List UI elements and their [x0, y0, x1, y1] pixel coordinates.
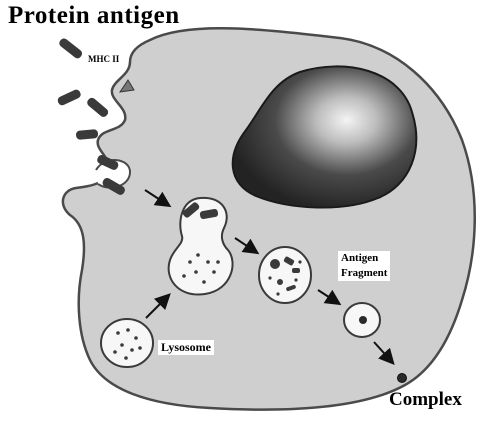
- mhc-label: MHC II: [88, 54, 119, 64]
- digestion-vesicle: [259, 247, 311, 303]
- antigen-fragment-label-line1: Antigen: [341, 251, 387, 266]
- diagram-title: Protein antigen: [8, 2, 180, 30]
- antigen-fragment-label-line2: Fragment: [341, 266, 387, 281]
- lysosome-vesicle: [101, 319, 153, 367]
- surface-complex: [398, 374, 407, 383]
- antigen-fragment: [359, 316, 367, 324]
- antigen-fragment-label: Antigen Fragment: [338, 251, 390, 281]
- lysosome-label: Lysosome: [158, 340, 214, 355]
- complex-label: Complex: [389, 389, 462, 411]
